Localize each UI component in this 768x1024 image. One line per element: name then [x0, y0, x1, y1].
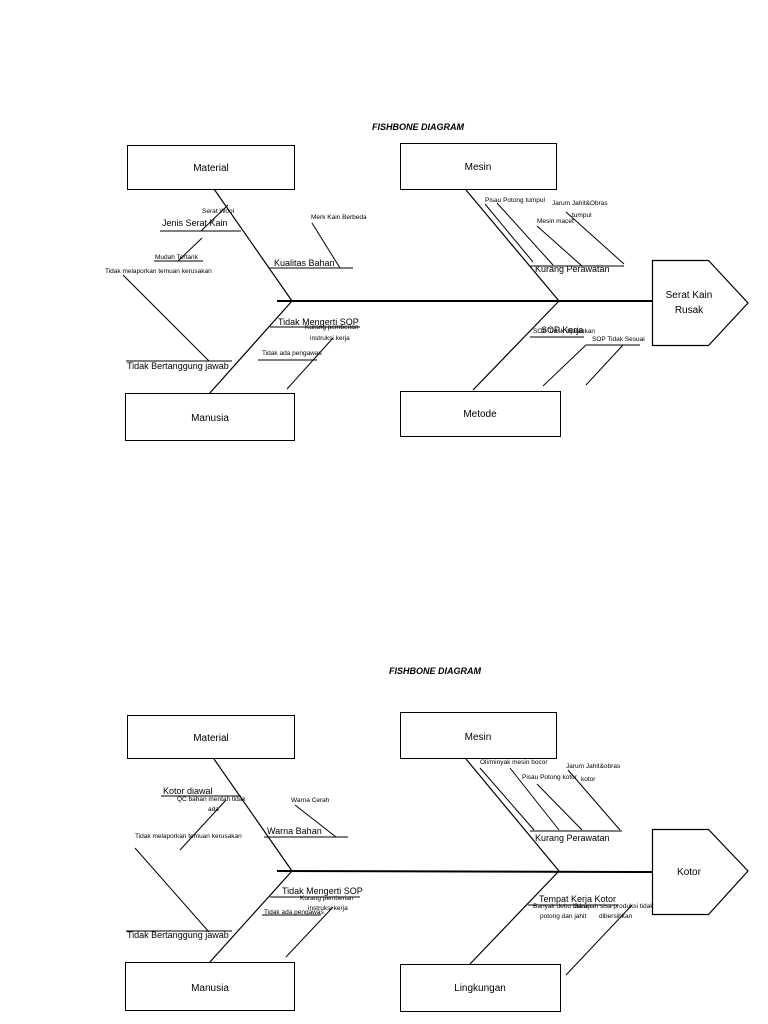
category-manusia: Manusia [191, 413, 229, 424]
category-mesin: Mesin [465, 732, 492, 743]
cause-label: Sampah sisa produksi tidak [574, 903, 654, 910]
cause-label: instruksi kerja [308, 905, 348, 912]
cause-label: Kotor diawal [163, 786, 213, 796]
cause-label: Kurang pemberian [300, 895, 354, 902]
diagram-1-text: FISHBONE DIAGRAM Material Mesin Manusia … [105, 122, 712, 424]
bone-manusia [208, 300, 293, 395]
cause-label: Banyak debu bahan [533, 903, 591, 910]
cause-label: tumpul [572, 212, 592, 219]
box-material [127, 145, 295, 190]
cause-label: instruksi kerja [310, 335, 350, 342]
cause-label: Tidak Mengerti SOP [282, 886, 363, 896]
cause-label: Tidak melaporkan temuan kerusakan [135, 833, 242, 840]
cause-label: Tidak ada pengawas [264, 909, 324, 916]
category-metode: Metode [463, 409, 497, 420]
cause-label: Kurang pemberian [305, 324, 359, 331]
category-material: Material [193, 733, 229, 744]
cause-label: Kualitas Bahan [274, 258, 335, 268]
bone-metode [472, 300, 560, 391]
cause-label: Warna Bahan [267, 826, 322, 836]
diagram-title: FISHBONE DIAGRAM [372, 122, 465, 132]
cause-label: Jarum Jahit&Obras [552, 200, 608, 207]
cause-label: Kurang Perawatan [535, 264, 610, 274]
cause-label: Tidak melaporkan temuan kerusakan [105, 268, 212, 275]
cause-label: Tempat Kerja Kotor [539, 894, 616, 904]
cause-label: Mesin macet [537, 218, 574, 225]
cause-label: Tidak Bertanggung jawab [127, 361, 229, 371]
cause-label: SOP Tidak dijalankan [533, 328, 595, 335]
category-mesin: Mesin [465, 162, 492, 173]
fishbone-diagram-1 [122, 143, 749, 441]
cause-label: Mudah Tertarik [155, 254, 199, 261]
diagram-title: FISHBONE DIAGRAM [389, 666, 482, 676]
cause-label: QC bahan mentah tidak [177, 796, 246, 803]
cause-label: Tidak ada pengawas [262, 350, 322, 357]
head-shape [651, 259, 749, 347]
cause-label: Jenis Serat Kain [162, 218, 228, 228]
cause-label: Tidak Bertanggung jawab [127, 930, 229, 940]
box-lingkungan [400, 964, 561, 1012]
category-material: Material [193, 163, 229, 174]
category-lingkungan: Lingkungan [454, 983, 506, 994]
cause-label: Pisau Potong tumpul [485, 197, 546, 204]
cause-label: Tidak Mengerti SOP [278, 317, 359, 327]
fishbone-diagram-2 [125, 712, 749, 1012]
box-metode [400, 391, 561, 437]
bone-mesin [465, 758, 560, 872]
cause-label: potong dan jahit [540, 913, 586, 920]
cause-label: Oli/minyak mesin bocor [480, 759, 548, 766]
cause-label: Warna Cerah [291, 797, 330, 804]
bone-manusia [208, 870, 293, 964]
cause-label: Kurang Perawatan [535, 833, 610, 843]
box-mesin [400, 712, 557, 759]
effect-label-line-2: Rusak [675, 305, 704, 316]
head-shape [651, 828, 749, 916]
effect-label-line-1: Serat Kain [666, 290, 713, 301]
cause-label: Serat Wool [202, 208, 235, 215]
category-manusia: Manusia [191, 983, 229, 994]
bone-material [213, 188, 293, 302]
cause-label: Merk Kain Berbeda [311, 214, 367, 221]
cause-label: kotor [581, 776, 596, 783]
cause-label: dibersihkan [599, 913, 633, 920]
cause-label: SOP Kerja [541, 325, 583, 335]
bone-material [213, 758, 293, 872]
cause-label: SOP Tidak Sesuai [592, 336, 645, 343]
cause-label: ada [208, 806, 219, 813]
box-mesin [400, 143, 557, 190]
effect-label: Kotor [677, 867, 702, 878]
diagram-2-text: FISHBONE DIAGRAM Material Mesin Manusia … [127, 666, 702, 994]
cause-label: Pisau Potong kotor [522, 774, 578, 781]
cause-label: Jarum Jahit&obras [566, 763, 621, 770]
bone-lingkungan [469, 870, 560, 965]
bone-mesin [465, 189, 560, 302]
box-material [127, 715, 295, 759]
spine [276, 870, 653, 873]
